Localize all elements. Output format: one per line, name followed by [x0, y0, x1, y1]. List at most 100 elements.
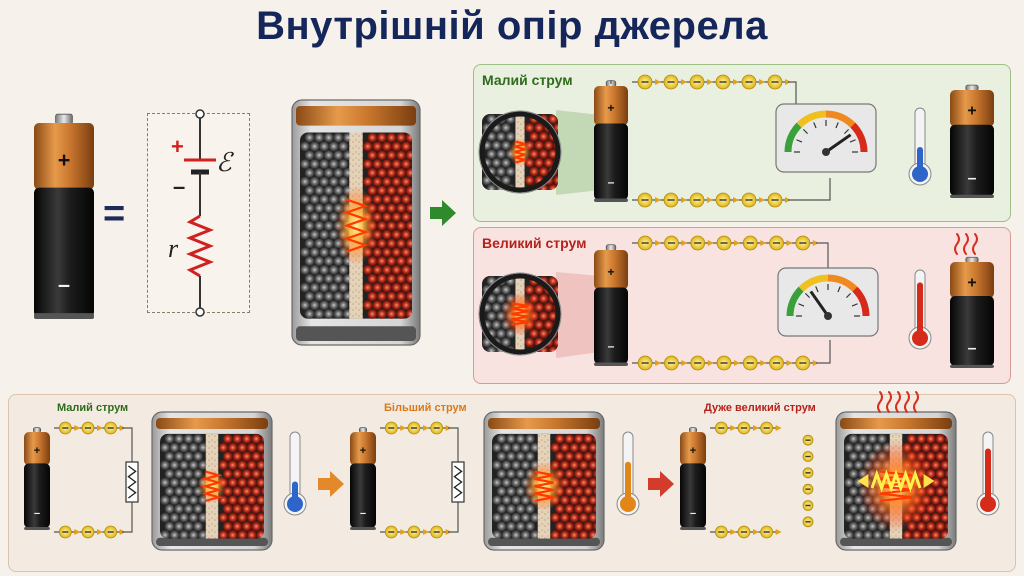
circuit-plus-sign: + [171, 134, 184, 159]
small-bottom-flow-arrow-0 [655, 197, 661, 203]
stage-3-cell-interior [844, 433, 948, 539]
stage-3-label: Дуже великий струм [704, 402, 816, 414]
small-result-battery-minus-label: – [968, 170, 977, 187]
large-current-gauge-segment-3 [852, 286, 870, 317]
small-top-flow-electron-2 [689, 74, 705, 90]
large-bottom-flow-electron-1 [664, 355, 679, 371]
large-current-gauge-segment-1 [798, 274, 829, 292]
large-bottom-flow-arrow-5 [786, 360, 793, 366]
stage-2-top-flow-electron-1 [407, 421, 421, 435]
equals-sign: = [103, 193, 126, 235]
large-top-flow-electron-5 [769, 235, 784, 251]
small-bottom-flow-arrow-2 [707, 197, 713, 203]
stage-2-battery-plus-label: + [360, 445, 366, 457]
small-bottom-flow-electron-0 [637, 192, 653, 208]
large-current-thermometer [908, 269, 932, 350]
stage-3-heat-waves-wave-4 [913, 391, 919, 413]
small-current-thermometer-bulb [912, 166, 928, 182]
small-top-flow-arrow-2 [707, 79, 713, 85]
stage-1-top-flow-arrow-0 [74, 425, 81, 431]
stage-1-label: Малий струм [57, 402, 129, 414]
stage-1-battery-minus-label: – [34, 507, 40, 519]
large-bottom-flow-arrow-1 [681, 360, 688, 366]
stage-1-cell-interior [160, 433, 264, 539]
resistance-symbol: r [168, 234, 179, 263]
large-top-flow [632, 235, 819, 251]
small-bottom-flow-electron-4 [741, 192, 757, 208]
large-top-flow-electron-6 [795, 235, 811, 251]
stage-3-cell [835, 411, 957, 551]
stage-3-side-flow [802, 434, 814, 528]
stage-1-bottom-flow-arrow-1 [97, 529, 103, 535]
stage-3-bottom-flow [710, 525, 782, 539]
stage-2-top-flow [380, 421, 452, 435]
stage-3-bottom-flow-electron-1 [737, 525, 751, 539]
stage-1-resistor [125, 461, 139, 503]
large-top-flow-arrow-0 [655, 240, 662, 246]
battery-cutaway [291, 99, 421, 346]
stage-3-top-flow-arrow-1 [753, 425, 759, 431]
small-panel-battery-plus-label: + [607, 101, 614, 115]
stage-2-battery-minus-label: – [360, 507, 366, 519]
stage-3-top-flow-electron-0 [714, 421, 728, 435]
small-top-flow-electron-0 [637, 74, 653, 90]
stage-2-cell-interior [492, 433, 596, 539]
stage-3-battery-plus-label: + [690, 445, 696, 457]
small-panel-battery: +– [594, 80, 628, 202]
large-bottom-flow-arrow-4 [760, 360, 767, 366]
small-result-battery-plus-label: + [967, 103, 976, 120]
stage-3-heat-waves-wave-3 [904, 391, 910, 413]
stage-2-cell [483, 411, 605, 551]
stage-3-heat-waves-wave-2 [895, 391, 901, 413]
small-current-gauge-segment-3 [850, 122, 868, 153]
large-top-flow-electron-3 [716, 235, 732, 251]
stage-2-top-flow-electron-2 [430, 421, 444, 435]
stage-2-thermometer-level [625, 461, 631, 502]
stage-1-bottom-flow-electron-1 [81, 525, 95, 539]
small-current-magnifier [478, 110, 562, 194]
stage-1-battery-plus-label: + [34, 445, 40, 457]
large-result-battery: +– [950, 256, 994, 368]
small-top-flow-electron-5 [767, 74, 783, 90]
large-panel-battery-minus-label: – [608, 339, 615, 353]
large-heat-waves-wave-2 [972, 233, 978, 255]
main-battery-plus-label: + [58, 147, 71, 172]
stage-1-battery: +– [24, 427, 50, 530]
small-current-gauge-segment-0 [784, 122, 802, 153]
large-heat-waves-wave-1 [963, 233, 969, 255]
small-result-battery: +– [950, 84, 994, 198]
stage-2-bottom-flow-electron-2 [430, 525, 444, 539]
stage-2-top-flow-arrow-0 [400, 425, 407, 431]
stage-1-bottom-flow-electron-0 [58, 525, 72, 539]
large-current-magnifier [478, 272, 562, 356]
page-title: Внутрішній опір джерела [256, 4, 768, 48]
emf-symbol: ℰ [216, 148, 232, 177]
small-bottom-flow-electron-2 [689, 192, 705, 208]
stage-3-top-flow-arrow-0 [730, 425, 737, 431]
large-bottom-flow-electron-2 [690, 355, 706, 371]
small-bottom-flow [632, 192, 791, 208]
small-top-flow-arrow-3 [733, 79, 739, 85]
small-current-label: Малий струм [482, 72, 573, 88]
large-current-gauge-needle [809, 290, 830, 317]
circuit-minus-sign: – [173, 174, 186, 199]
equivalent-circuit-box [147, 113, 250, 313]
small-top-flow-arrow-4 [759, 79, 765, 85]
stage-1-cell [151, 411, 273, 551]
stage-3-thermometer-level [985, 448, 991, 502]
large-result-battery-minus-label: – [968, 340, 977, 357]
stage-3-side-flow-electron-0 [802, 434, 814, 446]
stage-1-top-flow-electron-1 [81, 421, 95, 435]
large-top-flow-arrow-4 [760, 240, 767, 246]
stage-2-top-flow-electron-0 [384, 421, 398, 435]
large-top-flow-electron-1 [664, 235, 679, 251]
large-bottom-flow-electron-5 [769, 355, 784, 371]
stage-2-thermometer-bulb [620, 496, 636, 512]
small-top-flow-electron-1 [663, 74, 679, 90]
large-top-flow-electron-4 [742, 235, 758, 251]
large-heat-waves [954, 233, 978, 255]
small-top-flow [632, 74, 791, 90]
stage-arrow-1 [318, 471, 344, 497]
stage-3-side-flow-electron-4 [802, 500, 814, 511]
